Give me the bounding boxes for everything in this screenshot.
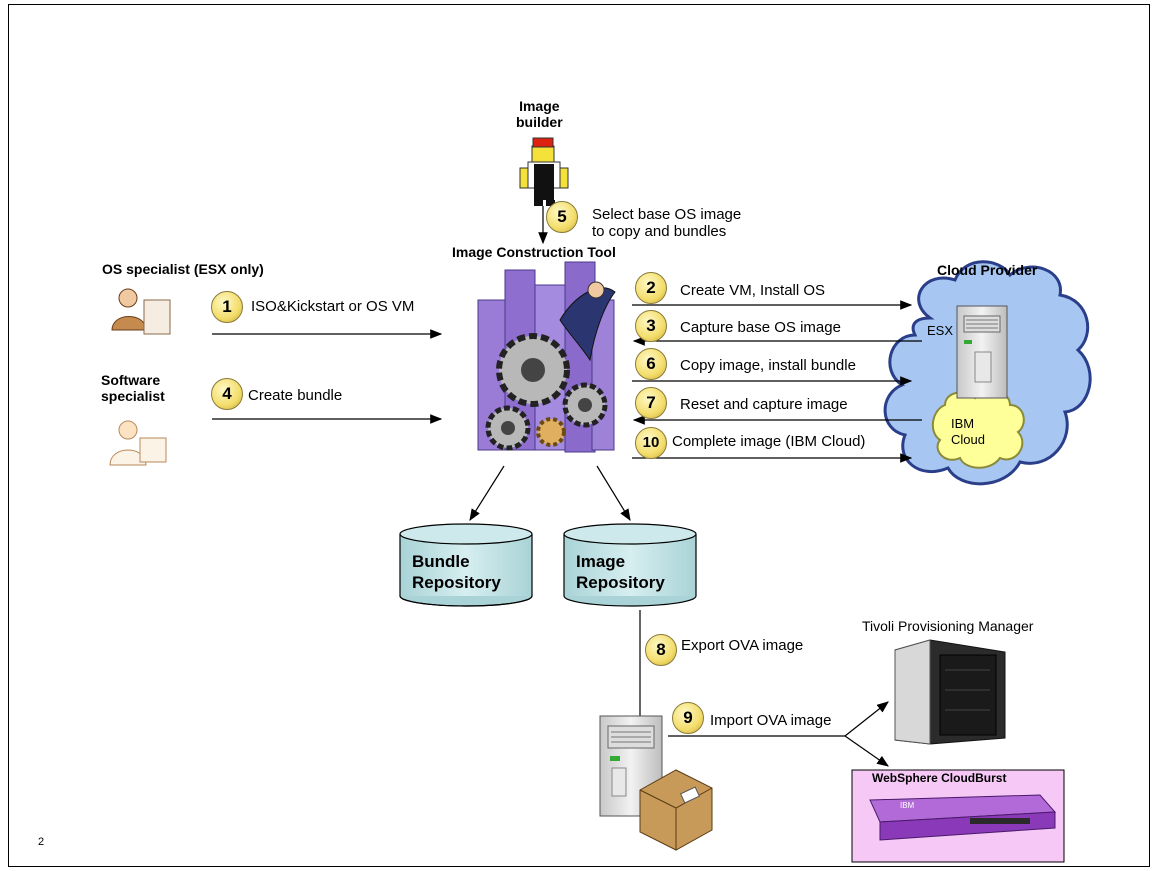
- step-6-text: Copy image, install bundle: [680, 357, 856, 374]
- step-5-text: Select base OS image to copy and bundles: [592, 206, 742, 240]
- step-8-badge: 8: [645, 634, 677, 666]
- arrow-to-tpm: [844, 701, 889, 737]
- step-4-badge: 4: [211, 378, 243, 410]
- ibm-cloud-label: IBM Cloud: [951, 416, 985, 447]
- tivoli-provisioning-manager-label: Tivoli Provisioning Manager: [862, 618, 1034, 634]
- step-2-badge: 2: [635, 272, 667, 304]
- arrow-to-cloudburst: [844, 735, 889, 767]
- step-1-badge: 1: [211, 291, 243, 323]
- appliance-logo: IBM: [900, 801, 915, 810]
- bundle-repository-label: Bundle Repository: [412, 552, 501, 592]
- page-number: 2: [38, 836, 45, 848]
- step-1-text: ISO&Kickstart or OS VM: [251, 298, 415, 315]
- image-builder-label: Image builder: [516, 98, 563, 130]
- step-10-badge: 10: [635, 427, 667, 459]
- step-7-text: Reset and capture image: [680, 396, 848, 413]
- software-specialist-figure: [109, 420, 167, 466]
- step-6-badge: 6: [635, 348, 667, 380]
- step-3-text: Capture base OS image: [680, 319, 841, 336]
- image-repository-cylinder: [563, 523, 697, 607]
- step-5-badge: 5: [546, 201, 578, 233]
- step-8-text: Export OVA image: [681, 637, 804, 654]
- arrow-to-image-repo: [596, 465, 631, 522]
- image-repository-label: Image Repository: [576, 552, 665, 592]
- image-builder-figure: [519, 137, 569, 206]
- tivoli-provisioning-manager-rack: [894, 639, 1006, 745]
- step-3-badge: 3: [635, 310, 667, 342]
- os-specialist-label: OS specialist (ESX only): [102, 261, 264, 277]
- image-construction-tool-label: Image Construction Tool: [452, 244, 616, 260]
- arrow-to-bundle-repo: [469, 465, 505, 522]
- package-icon: [639, 769, 713, 851]
- step-10-text: Complete image (IBM Cloud): [672, 433, 866, 450]
- step-4-text: Create bundle: [248, 387, 343, 404]
- step-2-text: Create VM, Install OS: [680, 282, 826, 299]
- software-specialist-label: Software specialist: [101, 372, 165, 404]
- os-specialist-figure: [111, 288, 171, 335]
- cloud-provider-label: Cloud Provider: [937, 262, 1038, 278]
- esx-label: ESX: [927, 323, 954, 338]
- step-7-badge: 7: [635, 387, 667, 419]
- image-construction-tool-illustration: [477, 261, 616, 453]
- esx-server-icon: [956, 305, 1008, 399]
- step-9-badge: 9: [672, 702, 704, 734]
- websphere-cloudburst-appliance: [851, 769, 1065, 863]
- websphere-cloudburst-label: WebSphere CloudBurst: [872, 771, 1007, 785]
- bundle-repository-cylinder: [399, 523, 533, 607]
- step-9-text: Import OVA image: [710, 712, 832, 729]
